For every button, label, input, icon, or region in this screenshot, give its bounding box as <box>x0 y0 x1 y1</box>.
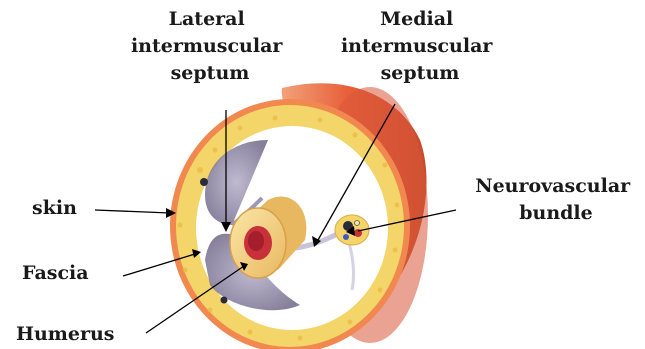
skin-leader <box>95 210 170 213</box>
lateral-septum-label: Lateral intermuscular septum <box>131 8 289 84</box>
medial-septum-label: Medial intermuscular septum <box>341 8 499 84</box>
fascia-label: Fascia <box>22 262 89 284</box>
humerus-label: Humerus <box>16 323 114 345</box>
skin-label: skin <box>32 197 77 219</box>
neurovascular-label: Neurovascular bundle <box>475 175 637 224</box>
